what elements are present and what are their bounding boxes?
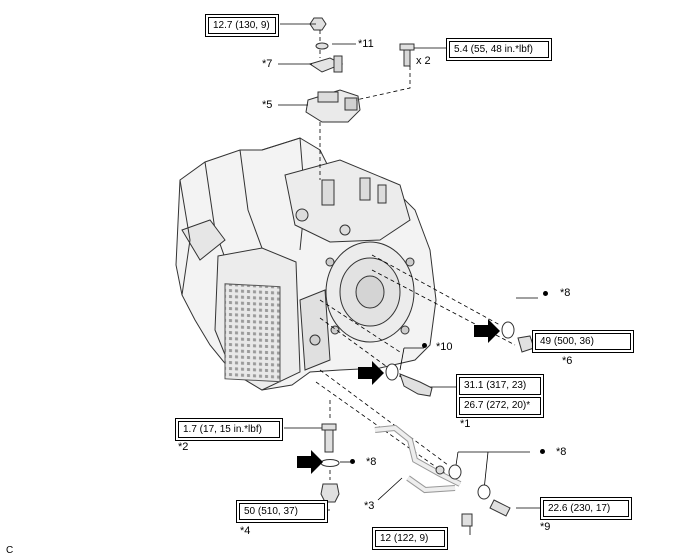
torque-spec-pipe-bolt: 12 (122, 9) bbox=[372, 527, 448, 550]
torque-spec-fitting: 31.1 (317, 23) 26.7 (272, 20)* bbox=[456, 374, 544, 418]
torque-value-b: 26.7 (272, 20)* bbox=[459, 397, 541, 415]
callout-6: *6 bbox=[562, 355, 573, 367]
torque-spec-nut-lower: 50 (510, 37) bbox=[236, 500, 328, 523]
torque-value: 1.7 (17, 15 in.*lbf) bbox=[178, 421, 280, 438]
bullet-dot bbox=[540, 449, 545, 454]
quantity-label: x 2 bbox=[416, 55, 431, 67]
callout-8-union: *8 bbox=[556, 446, 567, 458]
torque-spec-nut: 12.7 (130, 9) bbox=[205, 14, 279, 37]
torque-value: 49 (500, 36) bbox=[535, 333, 631, 350]
corner-letter: C bbox=[6, 545, 14, 556]
arrows bbox=[297, 319, 500, 474]
torque-spec-sensor-bolt: 5.4 (55, 48 in.*lbf) bbox=[446, 38, 552, 61]
arrow-washer bbox=[297, 450, 323, 474]
callout-1: *1 bbox=[460, 418, 471, 430]
sensor-assembly bbox=[305, 17, 415, 123]
leader-lines bbox=[278, 23, 540, 535]
torque-spec-bolt: 1.7 (17, 15 in.*lbf) bbox=[175, 418, 283, 441]
callout-4: *4 bbox=[240, 525, 251, 537]
torque-value: 50 (510, 37) bbox=[239, 503, 325, 520]
torque-value: 12 (122, 9) bbox=[375, 530, 445, 547]
callout-10: *10 bbox=[436, 341, 453, 353]
arrow-plug bbox=[474, 319, 500, 343]
callout-2: *2 bbox=[178, 441, 189, 453]
callout-8-plug: *8 bbox=[560, 287, 571, 299]
callout-3: *3 bbox=[364, 500, 375, 512]
bullet-dot bbox=[350, 459, 355, 464]
torque-spec-union-bolt: 22.6 (230, 17) bbox=[540, 497, 632, 520]
oil-pipe bbox=[374, 424, 511, 527]
callout-8-washer: *8 bbox=[366, 456, 377, 468]
bullet-dot bbox=[543, 291, 548, 296]
union-fitting bbox=[385, 363, 433, 397]
callout-11: *11 bbox=[358, 38, 374, 50]
callout-7: *7 bbox=[262, 58, 273, 70]
torque-value-a: 31.1 (317, 23) bbox=[459, 377, 541, 395]
callout-9: *9 bbox=[540, 521, 551, 533]
bolt-parts bbox=[320, 423, 340, 503]
torque-value: 5.4 (55, 48 in.*lbf) bbox=[449, 41, 549, 58]
torque-value: 12.7 (130, 9) bbox=[208, 17, 276, 34]
bullet-dot bbox=[422, 343, 427, 348]
callout-5: *5 bbox=[262, 99, 273, 111]
drain-plug bbox=[501, 321, 535, 353]
arrow-oring bbox=[358, 361, 384, 385]
torque-spec-plug: 49 (500, 36) bbox=[532, 330, 634, 353]
transaxle-housing bbox=[175, 137, 437, 391]
torque-value: 22.6 (230, 17) bbox=[543, 500, 629, 517]
